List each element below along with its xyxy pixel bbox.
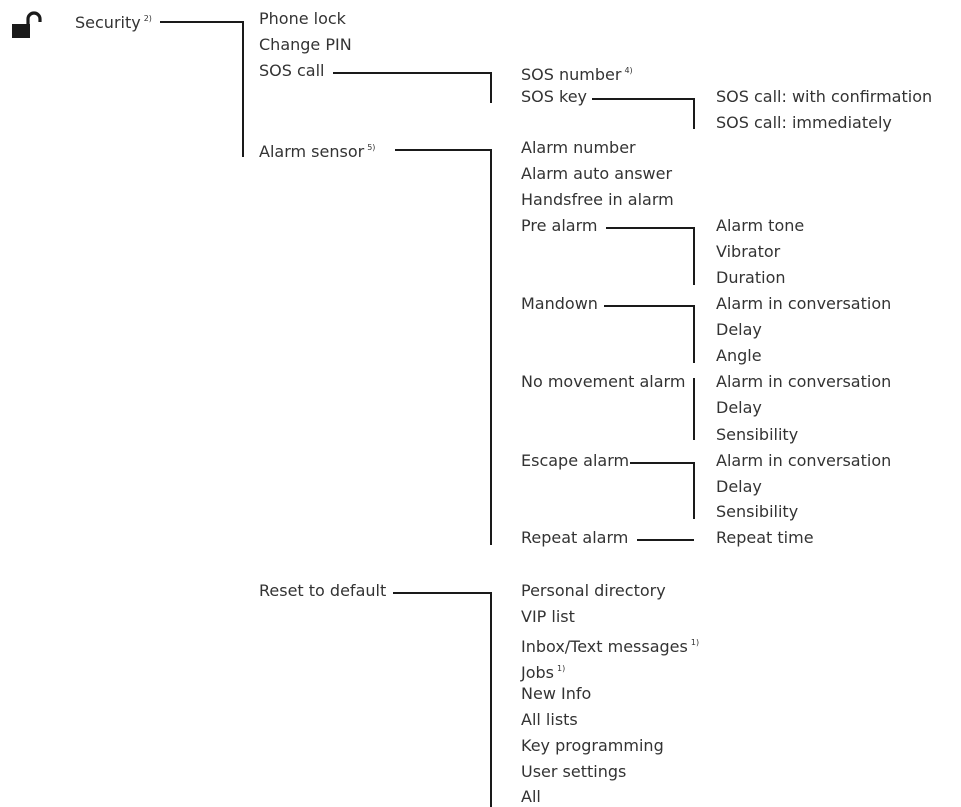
- menu-item-new-info: New Info: [521, 684, 592, 703]
- menu-item-repeat-alarm: Repeat alarm: [521, 528, 629, 547]
- connector-line: [693, 378, 695, 440]
- menu-item-escape-alarm: Escape alarm: [521, 451, 630, 470]
- menu-item-label: Inbox/Text messages: [521, 637, 688, 656]
- footnote-marker: 1): [557, 664, 566, 673]
- menu-item-delay: Delay: [716, 320, 762, 339]
- connector-line: [630, 462, 694, 464]
- connector-line: [242, 21, 244, 157]
- menu-item-sos-call-immediately: SOS call: immediately: [716, 113, 892, 132]
- connector-line: [393, 592, 491, 594]
- footnote-marker: 4): [624, 66, 633, 75]
- menu-item-pre-alarm: Pre alarm: [521, 216, 598, 235]
- menu-item-alarm-number: Alarm number: [521, 138, 636, 157]
- menu-item-sos-call: SOS call: [259, 61, 325, 80]
- connector-line: [637, 539, 694, 541]
- footnote-marker: 2): [143, 14, 152, 23]
- connector-line: [160, 21, 244, 23]
- connector-line: [693, 305, 695, 363]
- menu-root-label: Security: [75, 13, 141, 32]
- connector-line: [592, 98, 694, 100]
- menu-item-all-lists: All lists: [521, 710, 578, 729]
- connector-line: [333, 72, 491, 74]
- menu-item-user-settings: User settings: [521, 762, 627, 781]
- menu-item-no-movement-alarm: No movement alarm: [521, 372, 686, 391]
- unlocked-padlock-icon: [12, 11, 42, 38]
- connector-line: [395, 149, 491, 151]
- menu-item-alarm-in-conversation: Alarm in conversation: [716, 451, 892, 470]
- menu-item-phone-lock: Phone lock: [259, 9, 346, 28]
- menu-item-label: SOS number: [521, 65, 622, 84]
- menu-item-repeat-time: Repeat time: [716, 528, 814, 547]
- connector-line: [693, 227, 695, 285]
- menu-item-alarm-auto-answer: Alarm auto answer: [521, 164, 673, 183]
- menu-item-vip-list: VIP list: [521, 607, 575, 626]
- connector-line: [693, 98, 695, 129]
- footnote-marker: 1): [690, 638, 700, 647]
- menu-item-vibrator: Vibrator: [716, 242, 781, 261]
- menu-item-reset-to-default: Reset to default: [259, 581, 387, 600]
- menu-item-personal-directory: Personal directory: [521, 581, 666, 600]
- connector-line: [490, 592, 492, 807]
- connector-line: [604, 305, 694, 307]
- menu-item-delay: Delay: [716, 398, 762, 417]
- menu-item-alarm-tone: Alarm tone: [716, 216, 805, 235]
- menu-item-duration: Duration: [716, 268, 786, 287]
- menu-item-label: Jobs: [521, 663, 554, 682]
- menu-item-angle: Angle: [716, 346, 762, 365]
- menu-item-label: Alarm sensor: [259, 142, 365, 161]
- menu-item-sensibility: Sensibility: [716, 425, 799, 444]
- connector-line: [693, 462, 695, 519]
- menu-item-alarm-in-conversation: Alarm in conversation: [716, 372, 892, 391]
- footnote-marker: 5): [367, 143, 376, 152]
- menu-item-delay: Delay: [716, 477, 762, 496]
- menu-item-all: All: [521, 787, 541, 806]
- menu-item-alarm-in-conversation: Alarm in conversation: [716, 294, 892, 313]
- menu-item-mandown: Mandown: [521, 294, 598, 313]
- menu-item-sos-key: SOS key: [521, 87, 587, 106]
- menu-item-key-programming: Key programming: [521, 736, 664, 755]
- menu-item-handsfree-in-alarm: Handsfree in alarm: [521, 190, 674, 209]
- menu-item-sensibility: Sensibility: [716, 502, 799, 521]
- menu-item-sos-call-with-confirmation: SOS call: with confirmation: [716, 87, 933, 106]
- connector-line: [606, 227, 694, 229]
- connector-line: [490, 72, 492, 103]
- menu-item-change-pin: Change PIN: [259, 35, 352, 54]
- connector-line: [490, 149, 492, 545]
